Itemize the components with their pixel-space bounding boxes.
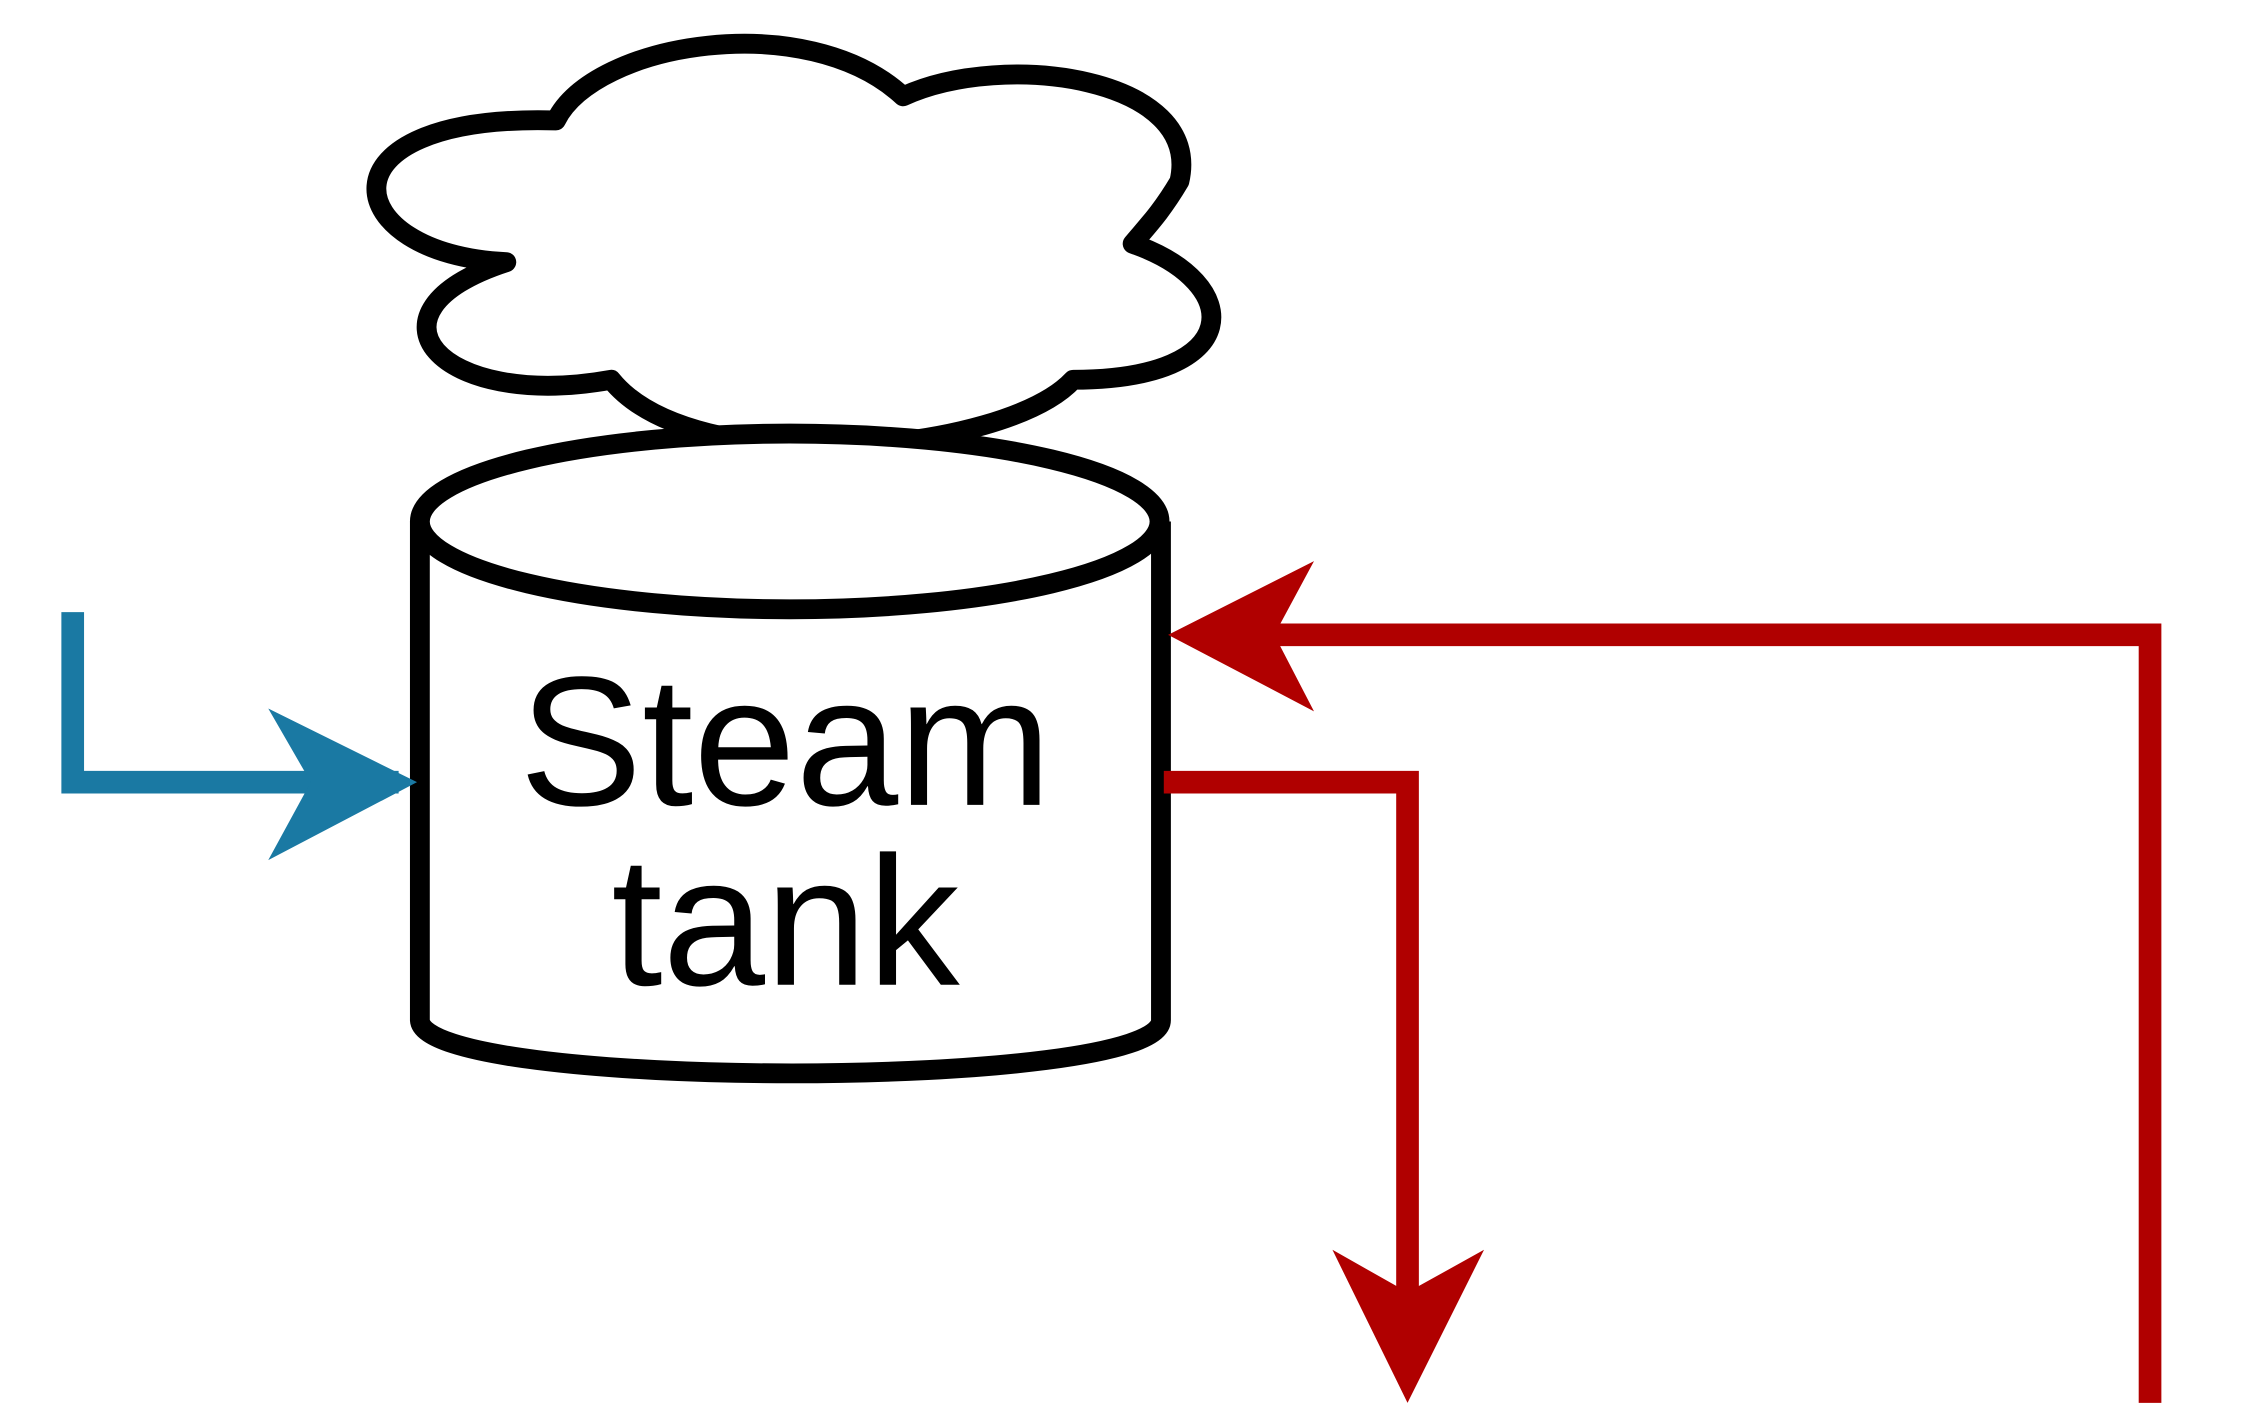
tank-body [409, 521, 1171, 1084]
return-arrow [1168, 561, 2162, 1403]
inflow-line [61, 612, 399, 794]
return-arrowhead [1168, 561, 1315, 712]
inflow-arrow [61, 612, 418, 861]
outflow-line [1163, 770, 1419, 1332]
return-line [1203, 623, 2162, 1403]
inflow-arrowhead [268, 708, 418, 861]
outflow-arrow [1163, 770, 1485, 1403]
cylinder-tank-icon [409, 423, 1171, 1084]
tank-top [409, 423, 1170, 620]
tank-label-line2: tank [611, 819, 960, 1025]
tank-label-line1: Steam [519, 639, 1051, 845]
outflow-arrowhead [1332, 1249, 1485, 1403]
steam-cloud-icon [366, 33, 1222, 456]
